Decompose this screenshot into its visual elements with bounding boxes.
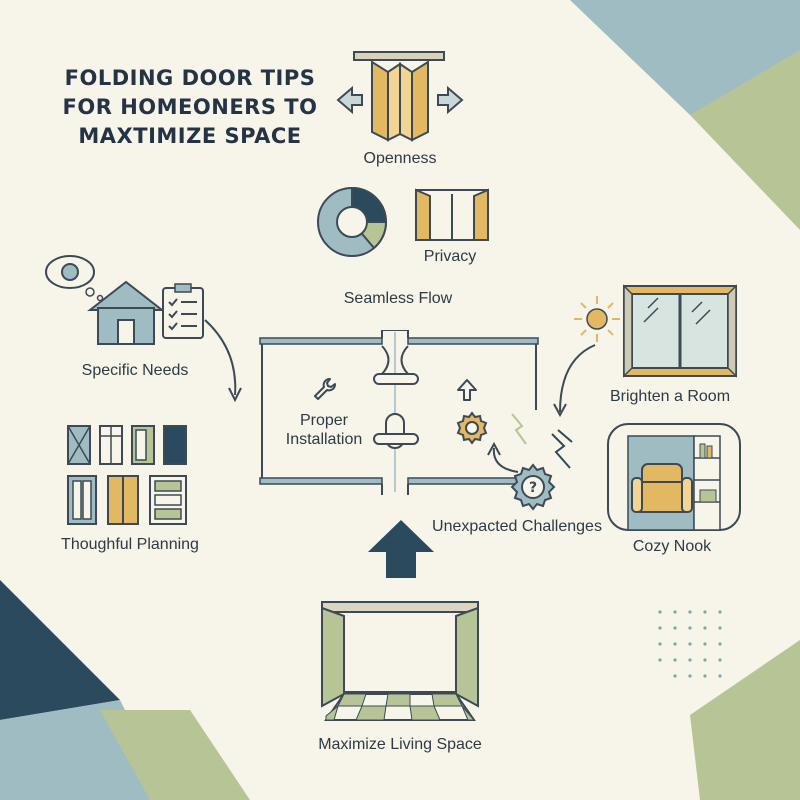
label-privacy: Privacy <box>423 248 477 265</box>
svg-text:?: ? <box>529 480 537 496</box>
pie-chart-icon <box>317 186 388 257</box>
page-title: FOLDING DOOR TIPS FOR HOMEONERS TO MAXTI… <box>40 64 340 151</box>
house-icon <box>87 280 165 345</box>
label-maximize-living-space: Maximize Living Space <box>318 736 482 753</box>
thought-bubble-icon <box>45 255 104 302</box>
label-specific-needs: Specific Needs <box>81 362 189 379</box>
label-seamless-flow: Seamless Flow <box>343 290 453 307</box>
corner-shape-sage-bottom <box>100 710 250 800</box>
armchair-icon <box>607 423 741 531</box>
label-proper-installation-line-2: Installation <box>285 431 363 448</box>
label-cozy-nook: Cozy Nook <box>632 538 712 555</box>
gear-icon <box>456 411 488 445</box>
corner-shape-sage-top <box>690 50 800 230</box>
window-icon <box>623 284 737 378</box>
checklist-icon <box>162 283 204 339</box>
dot-grid-decoration <box>658 610 722 678</box>
label-proper-installation-line-1: Proper <box>299 412 349 429</box>
label-openness: Openness <box>363 150 437 167</box>
privacy-door-icon <box>415 188 489 241</box>
folding-door-arrows-icon <box>336 51 464 142</box>
sun-icon <box>574 296 620 342</box>
label-proper-installation: Proper Installation <box>286 411 363 449</box>
title-line-2: FOR HOMEONERS TO <box>62 95 318 119</box>
question-gear-icon: ? <box>510 463 556 511</box>
title-line-1: FOLDING DOOR TIPS <box>64 66 316 90</box>
big-up-arrow-icon <box>368 520 434 578</box>
label-brighten-a-room: Brighten a Room <box>609 388 731 405</box>
lightning-icon <box>511 413 573 469</box>
up-arrow-icon <box>457 379 477 401</box>
label-thoughtful-planning: Thoughful Planning <box>61 536 199 553</box>
label-unexpected-challenges: Unexpacted Challenges <box>432 518 602 535</box>
corner-shape-sage-right <box>690 640 800 800</box>
open-room-icon <box>321 601 479 721</box>
corner-shape-navy-bottom <box>0 580 120 720</box>
door-samples-icon <box>67 425 187 525</box>
title-line-3: MAXTIMIZE SPACE <box>78 124 302 148</box>
wrench-icon <box>314 378 336 400</box>
